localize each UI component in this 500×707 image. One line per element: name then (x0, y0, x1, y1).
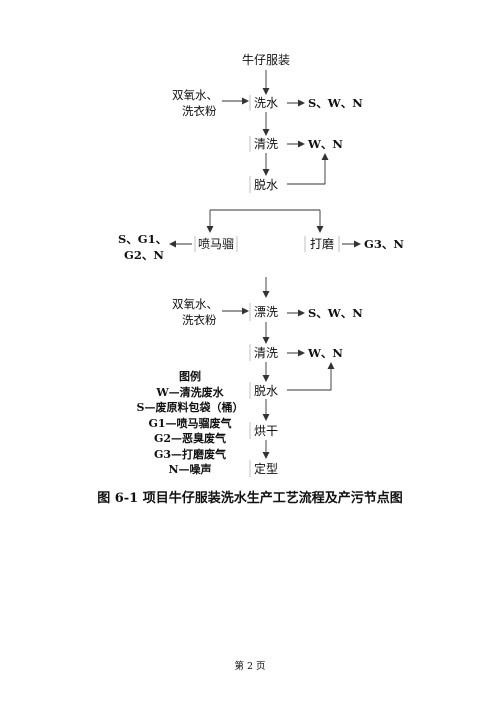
node-spin2: 脱水 (253, 384, 278, 398)
legend-item-n: N—噪声 (168, 463, 212, 476)
node-spin1: 脱水 (253, 178, 278, 192)
output-grind: G3、N (364, 237, 404, 251)
node-rinse1: 清洗 (253, 137, 278, 151)
legend-item-g1: G1—喷马骝废气 (148, 416, 232, 430)
output-spray-line2: G2、N (124, 248, 164, 262)
node-dry: 烘干 (253, 424, 278, 438)
arrow-spin-output (287, 153, 329, 185)
input1-line1: 双氧水、 (172, 88, 218, 102)
output-spray-line1: S、G1、 (118, 232, 168, 246)
output-rinse1: W、N (308, 137, 343, 151)
output-bleach: S、W、N (308, 306, 363, 320)
output-wash1: S、W、N (308, 96, 363, 110)
legend: 图例 W—清洗废水 S—废原料包袋（桶） G1—喷马骝废气 G2—恶臭废气 G3… (120, 369, 260, 478)
node-bleach: 漂洗 (253, 305, 278, 319)
arrow-spin2-output (287, 362, 335, 391)
legend-item-g3: G3—打磨废气 (153, 447, 227, 461)
input2-line1: 双氧水、 (172, 297, 218, 311)
legend-item-s: S—废原料包袋（桶） (136, 401, 244, 414)
node-rinse2: 清洗 (253, 346, 278, 360)
node-shape: 定型 (253, 462, 278, 476)
legend-title: 图例 (179, 370, 201, 383)
input2-line2: 洗衣粉 (182, 313, 217, 327)
node-start: 牛仔服装 (241, 53, 290, 67)
input1-line2: 洗衣粉 (182, 104, 217, 118)
node-wash1: 洗水 (253, 96, 278, 110)
page-number: 第 2 页 (234, 661, 266, 672)
output-rinse2: W、N (308, 346, 343, 360)
node-spray: 喷马骝 (197, 237, 234, 251)
node-grind: 打磨 (309, 237, 334, 251)
figure-caption: 图 6-1 项目牛仔服装洗水生产工艺流程及产污节点图 (97, 491, 403, 506)
legend-item-w: W—清洗废水 (156, 385, 224, 399)
legend-item-g2: G2—恶臭废气 (153, 432, 227, 445)
